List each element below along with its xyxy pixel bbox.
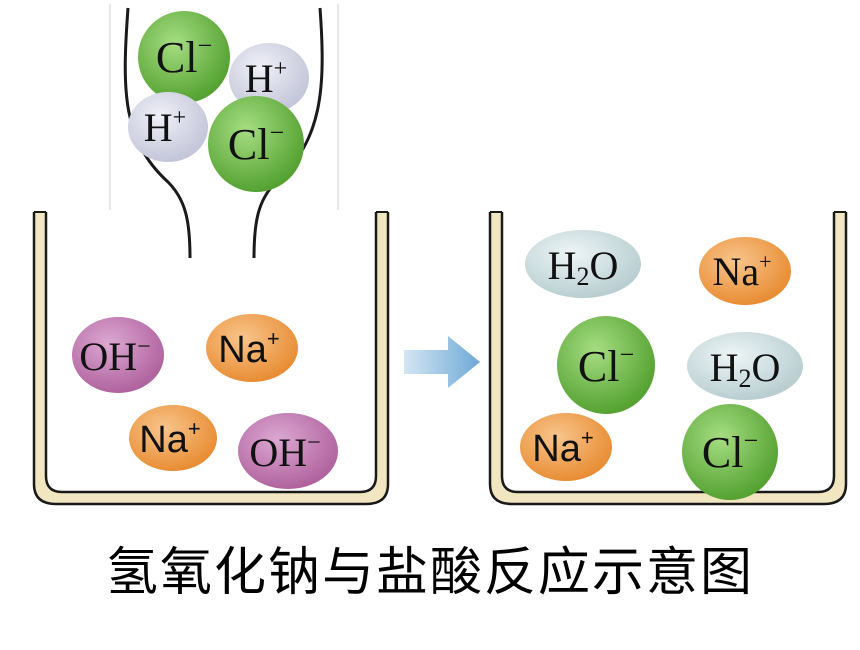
sodium-ion: Na+ [699, 237, 791, 305]
chloride-ion: Cl− [138, 11, 230, 103]
hydrogen-ion: H+ [128, 92, 208, 162]
svg-text:OH−: OH− [249, 430, 320, 475]
chloride-ion: Cl− [682, 404, 778, 500]
svg-text:Na+: Na+ [712, 249, 771, 294]
hydrogen-ion: H+ [229, 43, 309, 113]
svg-text:Cl−: Cl− [156, 31, 212, 82]
beaker-right-icon [488, 211, 848, 506]
svg-text:Na+: Na+ [139, 416, 200, 461]
svg-text:Cl−: Cl− [228, 118, 284, 169]
chloride-ion: Cl− [557, 316, 655, 414]
diagram-caption: 氢氧化钠与盐酸反应示意图 [105, 543, 754, 603]
svg-text:Na+: Na+ [532, 425, 593, 470]
beaker-left-icon [32, 211, 390, 506]
svg-text:H+: H+ [144, 105, 186, 150]
svg-text:OH−: OH− [79, 334, 150, 379]
svg-text:H2O: H2O [710, 345, 781, 393]
svg-text:Cl−: Cl− [578, 340, 634, 391]
hydroxide-ion: OH− [238, 413, 338, 489]
water-molecule: H2O [687, 332, 803, 400]
sodium-ion: Na+ [129, 405, 217, 471]
svg-text:H+: H+ [245, 56, 287, 101]
reaction-arrow-icon [404, 336, 480, 388]
hydroxide-ion: OH− [72, 317, 164, 393]
svg-text:Cl−: Cl− [702, 426, 758, 477]
water-molecule: H2O [525, 230, 641, 298]
svg-text:Na+: Na+ [218, 326, 279, 371]
svg-text:H2O: H2O [548, 243, 619, 291]
sodium-ion: Na+ [520, 413, 612, 481]
chloride-ion: Cl− [208, 96, 304, 192]
sodium-ion: Na+ [206, 314, 298, 382]
